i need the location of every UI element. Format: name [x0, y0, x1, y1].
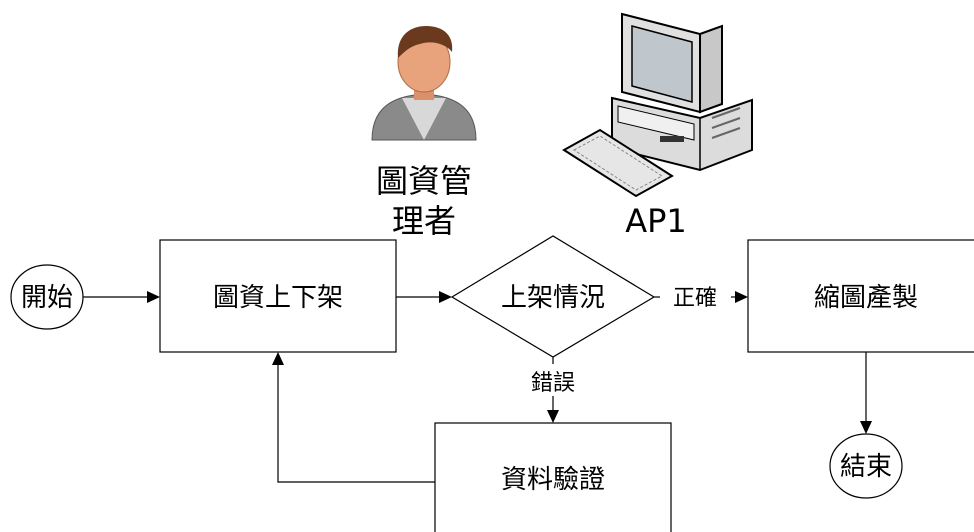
arrowhead-shelve	[147, 291, 160, 303]
end-label: 結束	[840, 452, 892, 482]
start-node: 開始	[10, 264, 84, 330]
shelve-process-box: 圖資上下架	[159, 239, 397, 353]
thumbnail-label: 縮圖產製	[814, 283, 918, 313]
thumbnail-process-box: 縮圖產製	[747, 239, 974, 353]
arrowhead-end	[860, 421, 872, 434]
verify-process-box: 資料驗證	[434, 422, 672, 532]
person-icon	[371, 26, 477, 141]
librarian-label-line2: 理者	[392, 202, 456, 240]
decision-diamond: 上架情況	[450, 235, 656, 358]
decision-label: 上架情況	[501, 283, 605, 313]
start-label: 開始	[21, 283, 73, 313]
arrowhead-decision	[439, 291, 452, 303]
connector-verify-to-shelve	[277, 364, 435, 483]
librarian-label-line1: 圖資管	[376, 162, 472, 200]
computer-icon	[562, 12, 753, 198]
end-node: 結束	[829, 433, 903, 499]
shelve-label: 圖資上下架	[213, 283, 343, 313]
computer-label: AP1	[625, 202, 687, 240]
edge-label-correct: 正確	[673, 286, 717, 311]
arrowhead-verify	[547, 410, 559, 423]
arrowhead-thumbnail	[735, 291, 748, 303]
edge-label-error: 錯誤	[531, 371, 575, 396]
verify-label: 資料驗證	[501, 465, 605, 495]
arrowhead-shelve-loop	[272, 352, 284, 365]
